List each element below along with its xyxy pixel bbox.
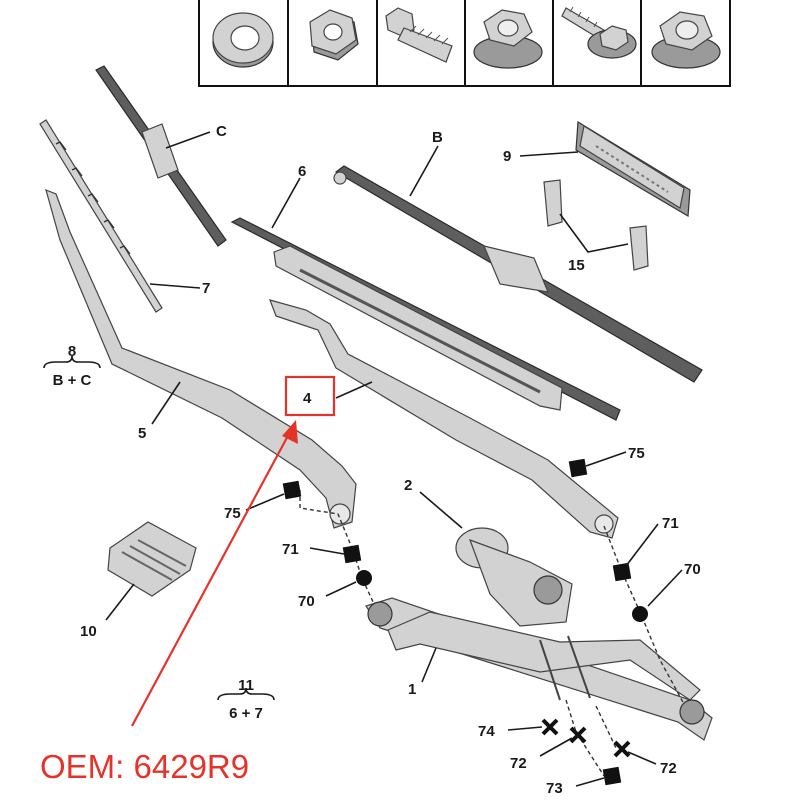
highlight-box — [284, 375, 336, 417]
cap-marker-70a — [356, 570, 372, 586]
part-4-highlight: 4 — [131, 375, 336, 727]
callout-10: 10 — [80, 623, 97, 640]
hex-nut-icon — [309, 9, 359, 61]
hardware-legend — [198, 0, 731, 87]
kit-11: 11 6 + 7 — [217, 677, 275, 722]
callout-72a: 72 — [510, 755, 527, 772]
callout-74: 74 — [478, 723, 495, 740]
leader-lines — [105, 131, 683, 787]
highlight-arrow-line — [131, 431, 291, 727]
callout-c: C — [216, 123, 227, 140]
callout-15: 15 — [568, 257, 585, 274]
callout-5: 5 — [138, 425, 146, 442]
kit-8-number: 8 — [68, 343, 76, 360]
wiper-rubber-7 — [39, 119, 163, 313]
kit-11-number: 11 — [238, 677, 254, 694]
wiper-motor-2 — [455, 527, 573, 627]
screw-icon — [561, 6, 637, 59]
wiper-arm-5 — [45, 188, 357, 529]
bolt-marker-72a — [569, 726, 587, 744]
callout-70b: 70 — [684, 561, 701, 578]
kit-11-contents: 6 + 7 — [229, 705, 263, 722]
wiper-blade-c — [95, 65, 227, 247]
kit-8-contents: B + C — [53, 372, 92, 389]
kit-8-brace — [43, 355, 101, 369]
callout-75a: 75 — [224, 505, 241, 522]
callout-71b: 71 — [662, 515, 679, 532]
oem-part-number: OEM: 6429R9 — [40, 748, 250, 785]
callout-73: 73 — [546, 780, 563, 797]
connector-10 — [107, 521, 197, 597]
wiper-linkage-1 — [365, 597, 713, 741]
callout-b: B — [432, 129, 443, 146]
callout-72b: 72 — [660, 760, 677, 777]
callout-2: 2 — [404, 477, 412, 494]
callout-1: 1 — [408, 681, 416, 698]
callout-71a: 71 — [282, 541, 299, 558]
nut-marker-73 — [602, 766, 622, 786]
nut-marker-75a — [282, 480, 302, 500]
lock-nut-icon — [651, 11, 721, 69]
wiper-blade-b — [333, 165, 703, 383]
callout-6: 6 — [298, 163, 306, 180]
flange-nut-icon — [473, 9, 543, 69]
callout-labels: C B 6 7 9 15 5 2 1 10 75 75 71 71 70 70 … — [80, 123, 701, 797]
clips-15 — [543, 179, 649, 271]
washer-icon — [212, 12, 274, 68]
bolt-marker-74 — [541, 718, 559, 736]
kit-11-brace — [217, 687, 275, 701]
callout-70a: 70 — [298, 593, 315, 610]
fastener-markers — [282, 458, 648, 786]
callout-9: 9 — [503, 148, 511, 165]
control-unit-9 — [575, 120, 691, 218]
washer-marker-71a — [342, 544, 362, 564]
callout-75b: 75 — [628, 445, 645, 462]
wiper-arm-4 — [269, 299, 619, 539]
callout-4: 4 — [303, 390, 312, 407]
bolt-icon — [385, 7, 453, 63]
callout-7: 7 — [202, 280, 210, 297]
kit-8: 8 B + C — [43, 343, 101, 389]
bolt-marker-72b — [613, 740, 631, 758]
cap-marker-70b — [632, 606, 648, 622]
washer-marker-71b — [612, 562, 632, 582]
highlight-arrow-head — [282, 420, 298, 444]
wiper-blade-6 — [230, 217, 621, 421]
nut-marker-75b — [568, 458, 588, 478]
